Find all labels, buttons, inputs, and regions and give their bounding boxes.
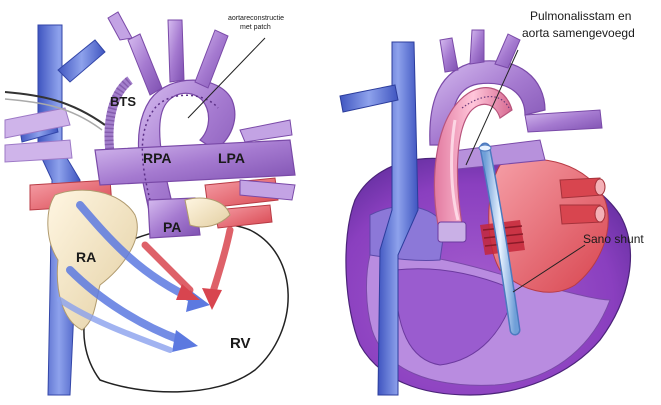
annotation-patch-line2: met patch [240, 24, 271, 31]
arch-vessel-2 [168, 20, 184, 82]
sano-shunt-top [479, 145, 491, 151]
label-rv: RV [230, 335, 251, 352]
arch-vessel-r3 [495, 34, 520, 68]
annotation-trunk-line2: aorta samengevoegd [522, 26, 635, 40]
trunk-base-ring [438, 222, 466, 242]
label-rpa: RPA [143, 150, 172, 166]
arch-vessel-r2 [470, 30, 484, 64]
annotation-shunt: Sano shunt [583, 232, 644, 246]
arch-vessel-r1 [440, 38, 458, 72]
label-lpa: LPA [218, 150, 245, 166]
label-bts: BTS [110, 94, 136, 109]
left-heart-diagram: BTS RPA LPA PA RA RV aortareconstructie … [2, 2, 320, 402]
annotation-patch-line1: aortareconstructie [228, 15, 284, 22]
label-ra: RA [76, 249, 96, 265]
vein-opening-a [595, 179, 605, 195]
vein-branch-right [340, 85, 398, 112]
label-pa: PA [163, 219, 181, 235]
descending-branch [525, 110, 602, 132]
annotation-trunk-line1: Pulmonalisstam en [530, 9, 631, 23]
right-heart-diagram: Pulmonalisstam en aorta samengevoegd San… [340, 9, 644, 395]
vein-opening-b [595, 206, 605, 222]
